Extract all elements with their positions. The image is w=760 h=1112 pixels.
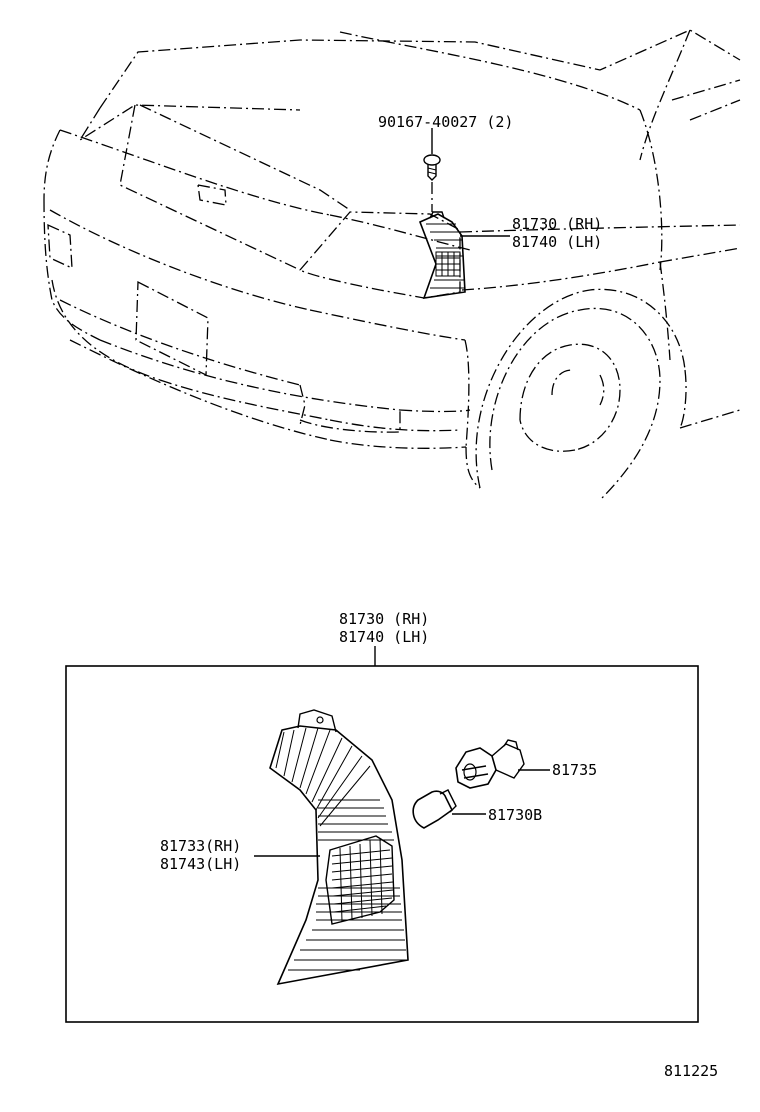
- bulb-socket: [455, 739, 525, 789]
- callout-socket: 81735: [552, 761, 597, 779]
- callout-bulb: 81730B: [488, 806, 542, 824]
- callout-screw: 90167-40027 (2): [378, 113, 513, 131]
- callout-box-lamp-rh: 81730 (RH): [339, 610, 429, 628]
- exploded-view-frame: [65, 665, 699, 1023]
- callout-lens-lh: 81743(LH): [160, 855, 241, 873]
- vehicle-outline: [43, 29, 741, 501]
- bulb-icon: [412, 789, 457, 829]
- callout-box-lamp-lh: 81740 (LH): [339, 628, 429, 646]
- diagram-id: 811225: [664, 1062, 718, 1080]
- callout-top-lamp-lh: 81740 (LH): [512, 233, 602, 251]
- lamp-lens-assembly: [269, 709, 409, 986]
- screw-icon: [423, 154, 441, 212]
- installed-corner-lamp: [418, 211, 466, 299]
- callout-lens-rh: 81733(RH): [160, 837, 241, 855]
- callout-top-lamp-rh: 81730 (RH): [512, 215, 602, 233]
